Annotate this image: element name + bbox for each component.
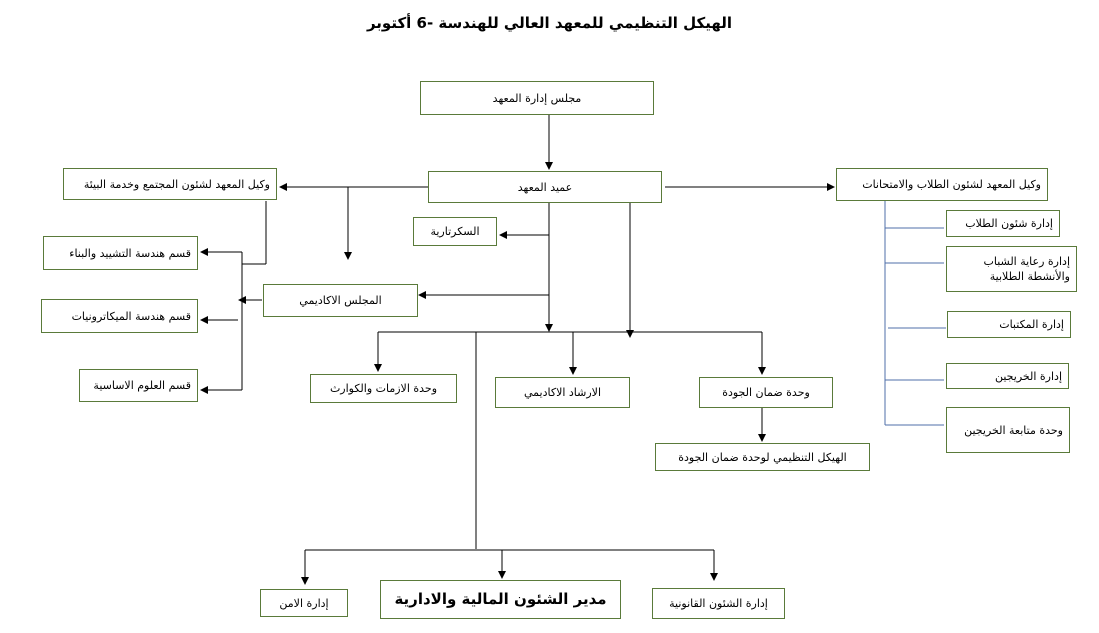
board-box: مجلس إدارة المعهد	[420, 81, 654, 115]
dept-construction-box: قسم هندسة التشييد والبناء	[43, 236, 198, 270]
vice-community-box: وكيل المعهد لشئون المجتمع وخدمة البيئة	[63, 168, 277, 200]
secretariat-label: السكرتارية	[430, 225, 480, 238]
graduates-box: إدارة الخريجين	[946, 363, 1069, 389]
page-title: الهيكل التنظيمي للمعهد العالي للهندسة -6…	[366, 14, 733, 32]
dean-label: عميد المعهد	[517, 180, 573, 194]
dept-basic-label: قسم العلوم الاساسية	[93, 379, 191, 392]
academic-guidance-label: الارشاد الاكاديمي	[524, 386, 602, 399]
vice-students-box: وكيل المعهد لشئون الطلاب والامتحانات	[836, 168, 1048, 201]
finance-admin-box: مدير الشئون المالية والادارية	[380, 580, 621, 619]
graduates-followup-label: وحدة متابعة الخريجين	[964, 423, 1063, 437]
academic-council-box: المجلس الاكاديمي	[263, 284, 418, 317]
vice-community-label: وكيل المعهد لشئون المجتمع وخدمة البيئة	[83, 177, 270, 191]
quality-unit-box: وحدة ضمان الجودة	[699, 377, 833, 408]
quality-structure-label: الهيكل التنظيمي لوحدة ضمان الجودة	[678, 450, 847, 464]
secretariat-box: السكرتارية	[413, 217, 497, 246]
security-box: إدارة الامن	[260, 589, 348, 617]
dept-basic-box: قسم العلوم الاساسية	[79, 369, 198, 402]
dept-mechatronics-box: قسم هندسة الميكاترونيات	[41, 299, 198, 333]
finance-admin-label: مدير الشئون المالية والادارية	[394, 590, 607, 608]
dean-box: عميد المعهد	[428, 171, 662, 203]
libraries-box: إدارة المكتبات	[947, 311, 1071, 338]
vice-students-label: وكيل المعهد لشئون الطلاب والامتحانات	[862, 178, 1041, 191]
academic-council-label: المجلس الاكاديمي	[299, 294, 382, 307]
security-label: إدارة الامن	[279, 596, 329, 610]
libraries-label: إدارة المكتبات	[999, 318, 1064, 331]
crisis-unit-label: وحدة الازمات والكوارث	[329, 382, 438, 395]
board-label: مجلس إدارة المعهد	[492, 91, 582, 105]
youth-care-box: إدارة رعاية الشباب والأنشطة الطلابية	[946, 246, 1077, 292]
legal-affairs-label: إدارة الشئون القانونية	[669, 597, 768, 610]
youth-care-label: إدارة رعاية الشباب والأنشطة الطلابية	[983, 255, 1070, 283]
legal-affairs-box: إدارة الشئون القانونية	[652, 588, 785, 619]
graduates-label: إدارة الخريجين	[994, 369, 1062, 383]
quality-structure-box: الهيكل التنظيمي لوحدة ضمان الجودة	[655, 443, 870, 471]
dept-mechatronics-label: قسم هندسة الميكاترونيات	[71, 309, 191, 323]
academic-guidance-box: الارشاد الاكاديمي	[495, 377, 630, 408]
student-affairs-box: إدارة شئون الطلاب	[946, 210, 1060, 237]
dept-construction-label: قسم هندسة التشييد والبناء	[69, 246, 191, 260]
crisis-unit-box: وحدة الازمات والكوارث	[310, 374, 457, 403]
student-affairs-label: إدارة شئون الطلاب	[965, 217, 1053, 230]
quality-unit-label: وحدة ضمان الجودة	[722, 386, 810, 399]
graduates-followup-box: وحدة متابعة الخريجين	[946, 407, 1070, 453]
